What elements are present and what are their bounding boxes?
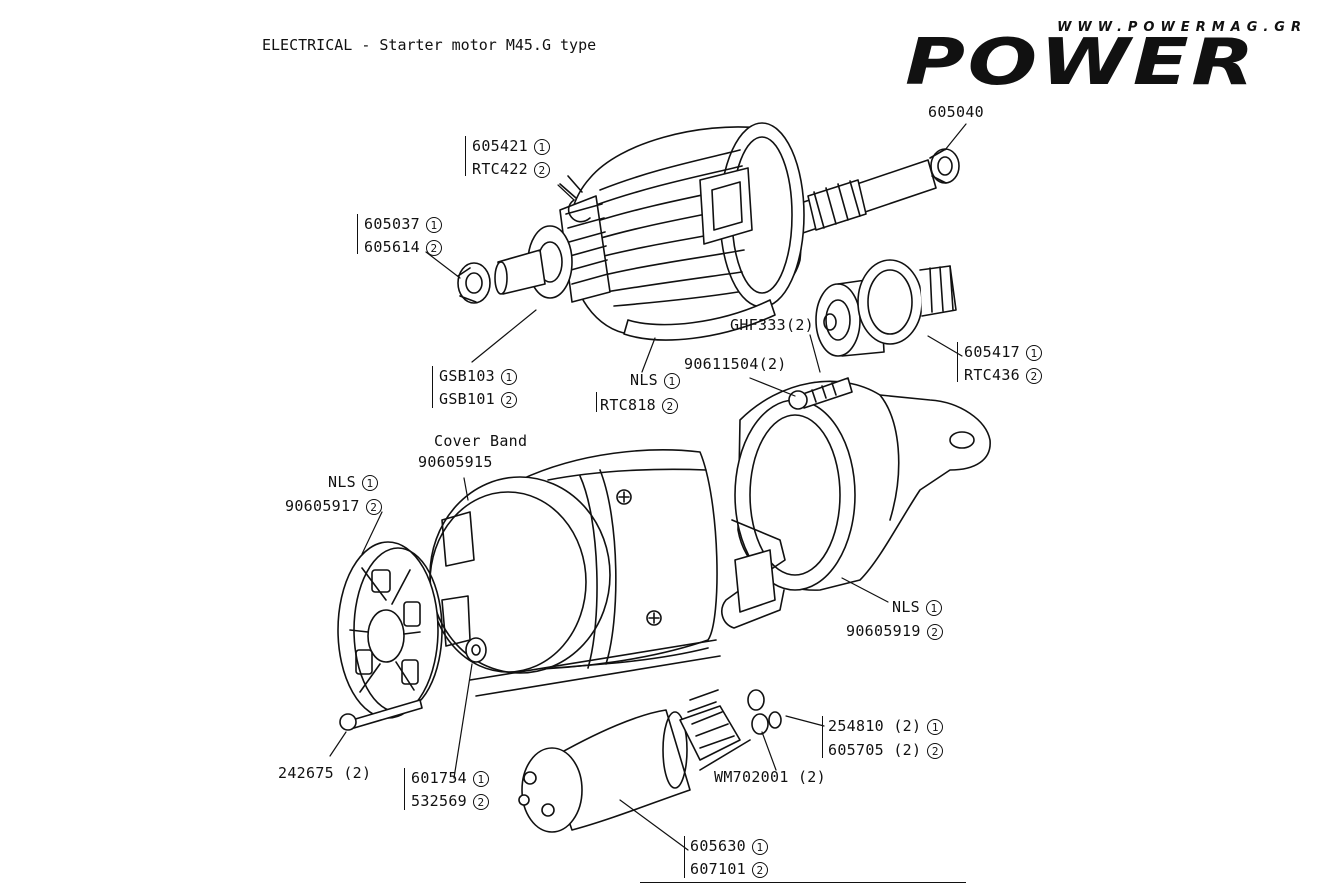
marker-2: 2 <box>365 498 382 515</box>
label-wm702001: WM702001 (2) <box>714 768 826 786</box>
page-title: ELECTRICAL - Starter motor M45.G type <box>262 36 597 54</box>
bracket-605417 <box>957 342 958 382</box>
marker-2: 2 <box>501 391 517 408</box>
marker-2: 2 <box>534 161 550 178</box>
bracket-rtc818 <box>596 392 597 412</box>
marker-1: 1 <box>362 474 378 491</box>
bracket-254810 <box>822 716 823 758</box>
marker-1: 1 <box>927 718 944 735</box>
marker-2: 2 <box>926 623 943 640</box>
logo-url: WWW.POWERMAG.GR <box>1057 20 1307 35</box>
logo-brand-text: POWER <box>905 26 1257 100</box>
bracket-605421 <box>465 136 466 176</box>
marker-1: 1 <box>501 368 517 385</box>
label-cover-band: Cover Band <box>434 432 528 450</box>
label-605705: 605705 (2)2 <box>828 741 944 759</box>
marker-2: 2 <box>473 793 489 810</box>
bracket-gsb103 <box>432 366 433 408</box>
label-605040: 605040 <box>928 103 984 121</box>
marker-2: 2 <box>1026 367 1042 384</box>
powermag-logo: WWW.POWERMAG.GR POWER <box>905 20 1307 95</box>
label-ghf333: GHF333(2) <box>730 316 814 334</box>
marker-2: 2 <box>752 861 768 878</box>
commutator-end-plate <box>337 541 487 731</box>
marker-1: 1 <box>664 372 680 389</box>
label-90611504: 90611504(2) <box>684 355 787 373</box>
marker-1: 1 <box>534 138 550 155</box>
marker-1: 1 <box>1026 344 1042 361</box>
marker-1: 1 <box>752 838 768 855</box>
label-90605915: 90605915 <box>418 453 493 471</box>
marker-2: 2 <box>662 397 678 414</box>
marker-1: 1 <box>426 216 442 233</box>
label-254810: 254810 (2)1 <box>828 717 944 735</box>
drive-end-bracket <box>721 377 991 629</box>
marker-2: 2 <box>927 742 944 759</box>
bracket-605630 <box>684 836 685 878</box>
marker-2: 2 <box>426 239 442 256</box>
armature <box>457 122 960 341</box>
solenoid <box>518 689 782 833</box>
bottom-rule <box>640 882 966 883</box>
logo-brand: POWER <box>905 31 1307 95</box>
drive-pinion-assembly <box>815 259 957 357</box>
bracket-601754 <box>404 768 405 810</box>
marker-1: 1 <box>473 770 489 787</box>
yoke-housing <box>429 449 721 697</box>
bracket-605037 <box>357 214 358 254</box>
leader-lines <box>329 123 967 851</box>
marker-1: 1 <box>926 599 942 616</box>
label-242675: 242675 (2) <box>278 764 372 782</box>
